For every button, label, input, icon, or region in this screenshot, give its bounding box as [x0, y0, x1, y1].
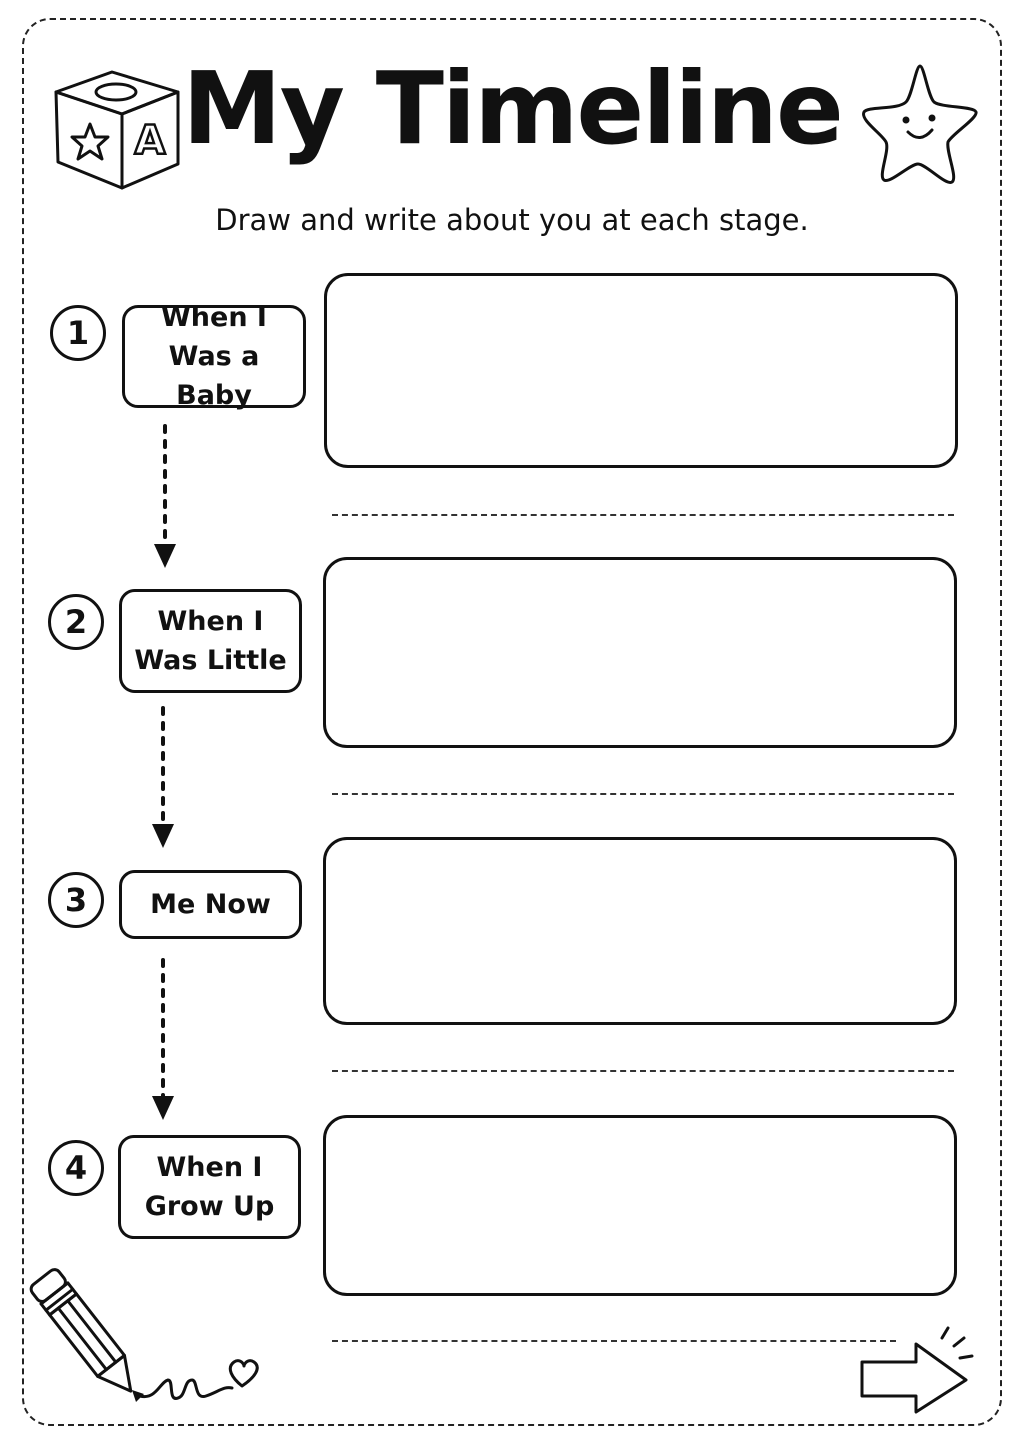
stage-label-2: When I Was Little — [119, 589, 302, 693]
writing-line-4[interactable] — [332, 1340, 896, 1342]
stage-number-1: 1 — [50, 305, 106, 361]
dotted-arrow-3 — [152, 958, 174, 1120]
drawing-box-2[interactable] — [323, 557, 957, 748]
instructions: Draw and write about you at each stage. — [215, 203, 809, 237]
drawing-box-4[interactable] — [323, 1115, 957, 1296]
drawing-box-3[interactable] — [323, 837, 957, 1025]
dotted-arrow-2 — [152, 706, 174, 848]
stage-label-4: When I Grow Up — [118, 1135, 301, 1239]
page-border — [22, 18, 1002, 1426]
stage-label-3: Me Now — [119, 870, 302, 939]
dotted-arrow-1 — [154, 424, 176, 568]
stage-label-1: When I Was a Baby — [122, 302, 306, 411]
stage-number-2: 2 — [48, 594, 104, 650]
smiling-star-icon — [862, 64, 978, 184]
block-letter: A — [135, 118, 166, 164]
writing-line-3[interactable] — [332, 1070, 954, 1072]
page-title: My Timeline — [182, 50, 844, 167]
writing-line-2[interactable] — [332, 793, 954, 795]
drawing-box-1[interactable] — [324, 273, 958, 468]
stage-number-3: 3 — [48, 872, 104, 928]
alphabet-block-icon: A — [54, 70, 180, 190]
heart-icon — [228, 1359, 259, 1388]
writing-line-1[interactable] — [332, 514, 954, 516]
right-arrow-icon — [860, 1326, 974, 1414]
stage-number-4: 4 — [48, 1140, 104, 1196]
pencil-icon — [29, 1268, 259, 1402]
